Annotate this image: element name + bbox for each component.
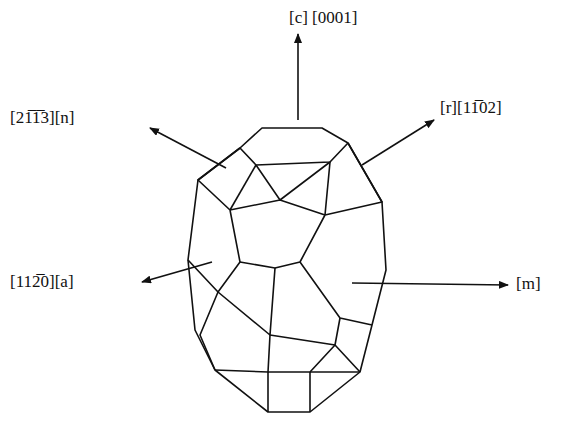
axis-label: [r][11̅02] (438, 98, 504, 118)
axis-label: [m] (514, 274, 543, 294)
axis-label: [c] [0001] (287, 8, 359, 28)
axis-label: [21̅1̅3][n] (8, 108, 77, 128)
axis-label: [112̅0][a] (8, 272, 76, 292)
